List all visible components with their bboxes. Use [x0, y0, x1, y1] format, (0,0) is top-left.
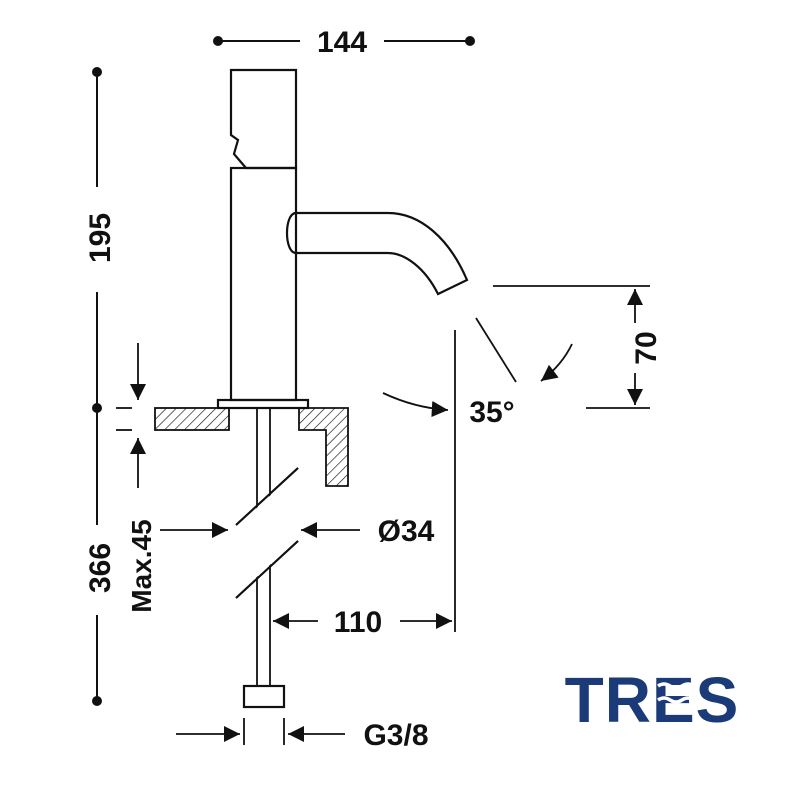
dim-label-195: 195: [84, 213, 117, 263]
tres-logo: TRES: [565, 664, 740, 736]
lever-handle: [229, 68, 298, 170]
dim-connection: [176, 718, 345, 745]
faucet-body: [229, 166, 298, 402]
dim-angle: [382, 317, 573, 418]
logo-waves: [657, 682, 695, 704]
dim-label-35deg: 35°: [469, 396, 514, 429]
dim-reach: [273, 330, 456, 632]
dim-width-top: [213, 36, 475, 46]
spout: [285, 211, 469, 296]
dim-label-366: 366: [84, 543, 117, 593]
dim-max-thickness: [116, 343, 147, 488]
dim-label-70: 70: [630, 331, 663, 364]
dim-spout-height: [493, 285, 650, 409]
connector-g38: [242, 684, 286, 709]
dim-label-144: 144: [317, 26, 367, 59]
dim-label-max45: Max.45: [126, 519, 157, 612]
dim-label-g38: G3/8: [363, 719, 428, 752]
dim-label-110: 110: [334, 606, 382, 639]
dim-label-d34: Ø34: [378, 515, 435, 548]
dim-left-vertical: [92, 67, 102, 706]
countertop-section: [154, 407, 349, 487]
base-flange: [216, 398, 310, 410]
brand-name: TRES: [565, 664, 740, 736]
